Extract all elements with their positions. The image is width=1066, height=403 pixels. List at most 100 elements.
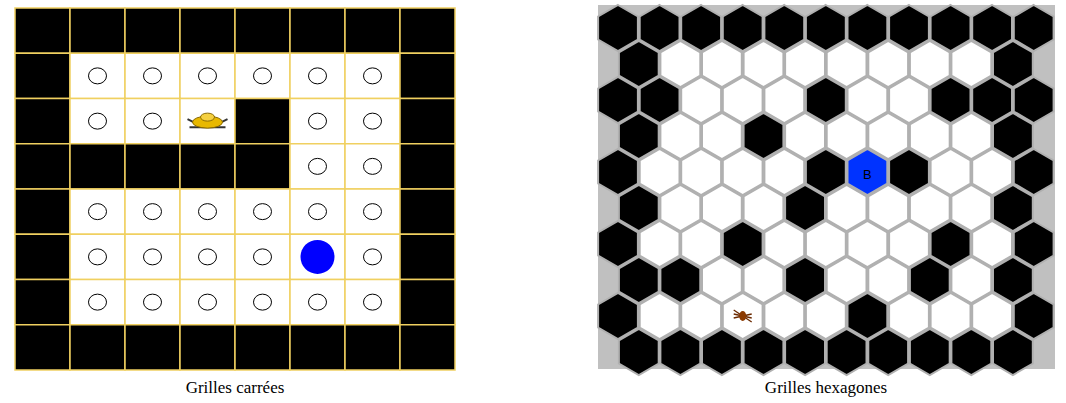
wall-hex — [619, 329, 659, 375]
wall-hex — [744, 329, 784, 375]
cell-dot — [254, 294, 272, 310]
wall-hex — [868, 329, 908, 375]
wall-cell — [125, 8, 180, 53]
free-cell — [125, 99, 180, 144]
cell-dot — [364, 249, 382, 265]
cell-dot — [144, 113, 162, 129]
free-cell — [235, 280, 290, 325]
cell-dot — [144, 294, 162, 310]
wall-cell — [400, 8, 455, 53]
cell-dot — [199, 68, 217, 84]
free-cell — [235, 234, 290, 279]
wall-hex — [785, 329, 825, 375]
free-cell — [345, 234, 400, 279]
cell-dot — [309, 113, 327, 129]
wall-hex — [702, 329, 742, 375]
goal-dot — [301, 240, 335, 274]
wall-cell — [400, 280, 455, 325]
wall-cell — [15, 8, 70, 53]
free-cell — [125, 234, 180, 279]
cell-dot — [89, 68, 107, 84]
free-cell — [125, 280, 180, 325]
cell-dot — [254, 204, 272, 220]
cell-dot — [364, 204, 382, 220]
wall-cell — [125, 144, 180, 189]
cell-dot — [144, 249, 162, 265]
cell-dot — [309, 158, 327, 174]
hex-background — [598, 5, 1055, 369]
free-cell — [345, 189, 400, 234]
free-cell — [70, 234, 125, 279]
wall-hex — [910, 329, 950, 375]
wall-hex — [660, 329, 700, 375]
wall-cell — [400, 189, 455, 234]
wall-cell — [290, 8, 345, 53]
caption-text: Grilles hexagones — [765, 378, 887, 398]
cell-dot — [144, 204, 162, 220]
wall-cell — [235, 99, 290, 144]
wall-cell — [235, 144, 290, 189]
free-cell — [345, 280, 400, 325]
free-cell — [235, 189, 290, 234]
free-cell — [290, 280, 345, 325]
cell-dot — [309, 68, 327, 84]
wall-cell — [345, 8, 400, 53]
cell-dot — [364, 113, 382, 129]
caption-text: Grilles carrées — [186, 378, 285, 398]
free-cell — [70, 189, 125, 234]
free-cell — [290, 234, 345, 279]
free-cell — [70, 53, 125, 98]
cell-dot — [199, 249, 217, 265]
free-cell — [345, 99, 400, 144]
wall-cell — [15, 53, 70, 98]
free-cell — [70, 99, 125, 144]
free-cell — [290, 189, 345, 234]
cell-dot — [199, 204, 217, 220]
free-cell — [180, 99, 235, 144]
free-cell — [290, 144, 345, 189]
wall-hex — [993, 329, 1033, 375]
cell-dot — [254, 68, 272, 84]
free-cell — [180, 189, 235, 234]
spider-icon — [734, 310, 752, 322]
hex-grid — [598, 5, 1055, 375]
wall-cell — [15, 234, 70, 279]
free-cell — [345, 144, 400, 189]
free-cell — [125, 53, 180, 98]
cell-dot — [89, 249, 107, 265]
wall-cell — [290, 325, 345, 370]
free-cell — [180, 234, 235, 279]
cell-dot — [89, 113, 107, 129]
wall-cell — [15, 99, 70, 144]
wall-cell — [400, 99, 455, 144]
cell-dot — [89, 294, 107, 310]
wall-cell — [400, 325, 455, 370]
free-cell — [125, 189, 180, 234]
cell-letter: B — [863, 167, 872, 182]
wall-cell — [235, 325, 290, 370]
wall-cell — [15, 189, 70, 234]
wall-cell — [180, 8, 235, 53]
wall-hex — [827, 329, 867, 375]
cell-dot — [364, 294, 382, 310]
wall-cell — [15, 280, 70, 325]
cell-dot — [364, 68, 382, 84]
square-grid — [15, 8, 455, 370]
wall-cell — [400, 144, 455, 189]
cell-dot — [144, 68, 162, 84]
cell-dot — [199, 294, 217, 310]
wall-cell — [15, 144, 70, 189]
free-cell — [235, 53, 290, 98]
wall-cell — [15, 325, 70, 370]
free-cell — [290, 53, 345, 98]
spider-body — [739, 311, 746, 321]
free-cell — [290, 99, 345, 144]
free-cell — [345, 53, 400, 98]
free-cell — [180, 280, 235, 325]
wall-cell — [235, 8, 290, 53]
cell-dot — [309, 204, 327, 220]
free-cell — [70, 280, 125, 325]
wall-cell — [70, 325, 125, 370]
cell-dot — [309, 294, 327, 310]
